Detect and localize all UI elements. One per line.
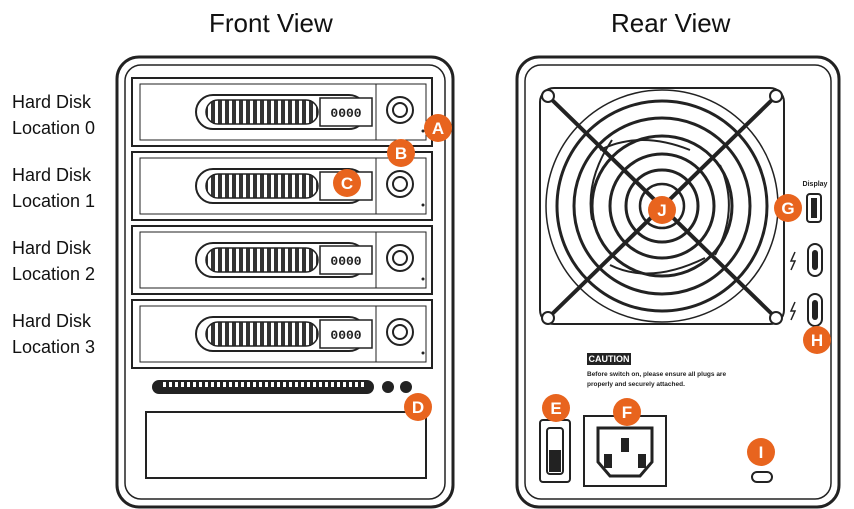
- thunderbolt-icon: [789, 251, 797, 271]
- tray-grip: [205, 173, 319, 199]
- thunderbolt-port-1[interactable]: [789, 243, 823, 277]
- callout-d: D: [404, 393, 432, 421]
- front-button-2[interactable]: [400, 381, 412, 393]
- svg-text:B: B: [395, 144, 407, 163]
- tray-number: 0000: [330, 328, 361, 343]
- tray-number: 0000: [330, 106, 361, 121]
- label-line-1: Hard Disk: [12, 238, 92, 258]
- front-view-title: Front View: [209, 8, 333, 38]
- led-indicator-strip: [152, 380, 374, 394]
- caution-title: CAUTION: [589, 354, 630, 364]
- svg-text:E: E: [550, 399, 561, 418]
- callout-g: G: [774, 194, 802, 222]
- callout-f: F: [613, 398, 641, 426]
- callout-a: A: [424, 114, 452, 142]
- thunderbolt-port-2[interactable]: [789, 293, 823, 327]
- svg-text:A: A: [432, 119, 444, 138]
- power-switch[interactable]: [539, 419, 571, 483]
- caution-line-2: properly and securely attached.: [587, 381, 685, 388]
- callout-h: H: [803, 326, 831, 354]
- label-line-1: Hard Disk: [12, 165, 92, 185]
- hard-disk-location-1-label: Hard Disk Location 1: [12, 162, 95, 214]
- thunderbolt-icon: [789, 301, 797, 321]
- label-line-2: Location 1: [12, 191, 96, 211]
- drive-tray-2[interactable]: 0000: [131, 225, 433, 295]
- hard-disk-location-2-label: Hard Disk Location 2: [12, 235, 95, 287]
- label-line-2: Location 2: [12, 264, 96, 284]
- drive-tray-1[interactable]: [131, 151, 433, 221]
- caution-label: CAUTION Before switch on, please ensure …: [587, 353, 726, 388]
- hard-disk-location-3-label: Hard Disk Location 3: [12, 308, 95, 360]
- svg-text:G: G: [781, 199, 794, 218]
- label-line-2: Location 3: [12, 337, 96, 357]
- callout-c: C: [333, 169, 361, 197]
- svg-text:F: F: [622, 403, 632, 422]
- callout-i: I: [747, 438, 775, 466]
- caution-line-1: Before switch on, please ensure all plug…: [587, 371, 726, 378]
- svg-text:C: C: [341, 174, 353, 193]
- callout-e: E: [542, 394, 570, 422]
- front-button-1[interactable]: [382, 381, 394, 393]
- tray-grip: [205, 247, 319, 273]
- label-line-2: Location 0: [12, 118, 96, 138]
- drive-tray-0[interactable]: 0000: [131, 77, 433, 147]
- rear-view-title: Rear View: [611, 8, 731, 38]
- drive-tray-3[interactable]: 0000: [131, 299, 433, 369]
- label-line-1: Hard Disk: [12, 311, 92, 331]
- tray-lock-icon[interactable]: [386, 170, 414, 198]
- svg-text:D: D: [412, 398, 424, 417]
- svg-text:J: J: [657, 201, 666, 220]
- label-line-1: Hard Disk: [12, 92, 92, 112]
- display-port-label: Display: [803, 181, 828, 188]
- hard-disk-location-0-label: Hard Disk Location 0: [12, 89, 95, 141]
- tray-grip: [205, 99, 319, 125]
- tray-lock-icon[interactable]: [386, 96, 414, 124]
- tray-lock-icon[interactable]: [386, 244, 414, 272]
- callout-j: J: [648, 196, 676, 224]
- tray-number: 0000: [330, 254, 361, 269]
- svg-text:I: I: [759, 443, 764, 462]
- svg-text:H: H: [811, 331, 823, 350]
- front-lower-panel: [145, 411, 427, 479]
- tray-grip: [205, 321, 319, 347]
- tray-lock-icon[interactable]: [386, 318, 414, 346]
- security-lock-slot[interactable]: [751, 471, 773, 483]
- power-inlet[interactable]: [583, 415, 667, 487]
- callout-b: B: [387, 139, 415, 167]
